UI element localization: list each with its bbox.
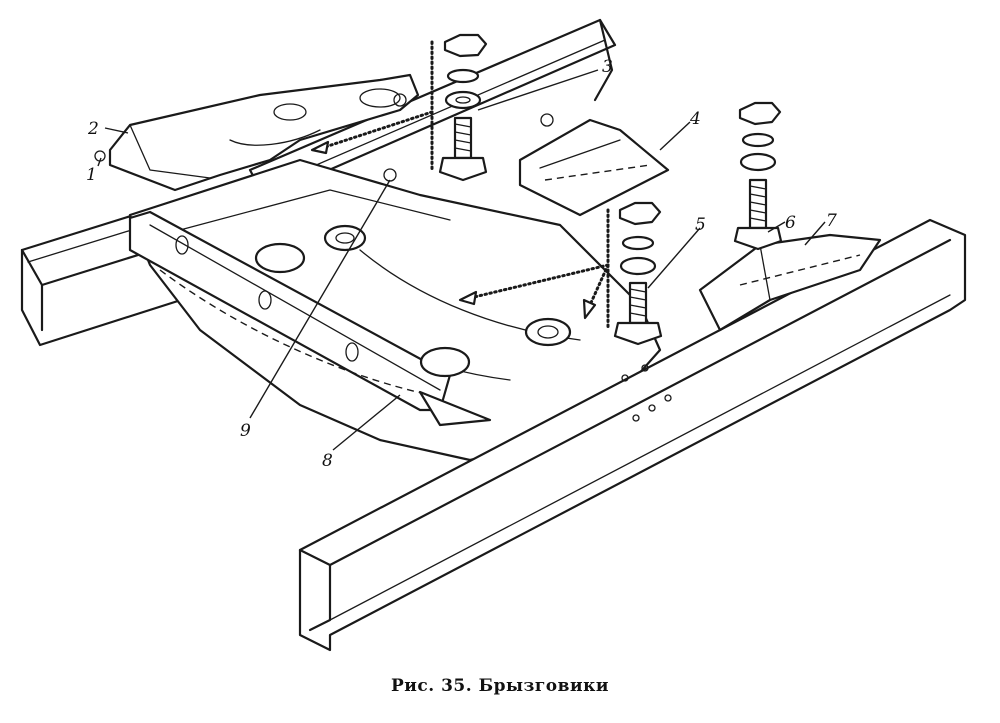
callout-numbers: 1 2 3 4 5 6 7 8 9 bbox=[86, 57, 837, 471]
fastener-stack-5 bbox=[613, 201, 663, 346]
callout-4: 4 bbox=[689, 109, 701, 129]
callout-2: 2 bbox=[87, 119, 99, 139]
fastener-stack-6 bbox=[733, 101, 783, 251]
callout-8: 8 bbox=[322, 451, 333, 471]
assembly-guide-lines bbox=[310, 40, 610, 332]
mudguard-2 bbox=[94, 73, 420, 192]
callout-9: 9 bbox=[240, 421, 251, 441]
callout-1: 1 bbox=[86, 165, 97, 185]
callout-3: 3 bbox=[602, 57, 613, 77]
mudguard-4 bbox=[518, 113, 670, 217]
fastener-stack-3 bbox=[438, 33, 488, 182]
right-channel-rail bbox=[298, 218, 967, 652]
callout-6: 6 bbox=[785, 213, 796, 233]
mudguard-8 bbox=[128, 210, 492, 427]
callout-7: 7 bbox=[826, 211, 837, 231]
figure-caption: Рис. 35. Брызговики bbox=[391, 676, 609, 696]
leader-lines bbox=[97, 69, 826, 451]
callout-5: 5 bbox=[695, 215, 706, 235]
